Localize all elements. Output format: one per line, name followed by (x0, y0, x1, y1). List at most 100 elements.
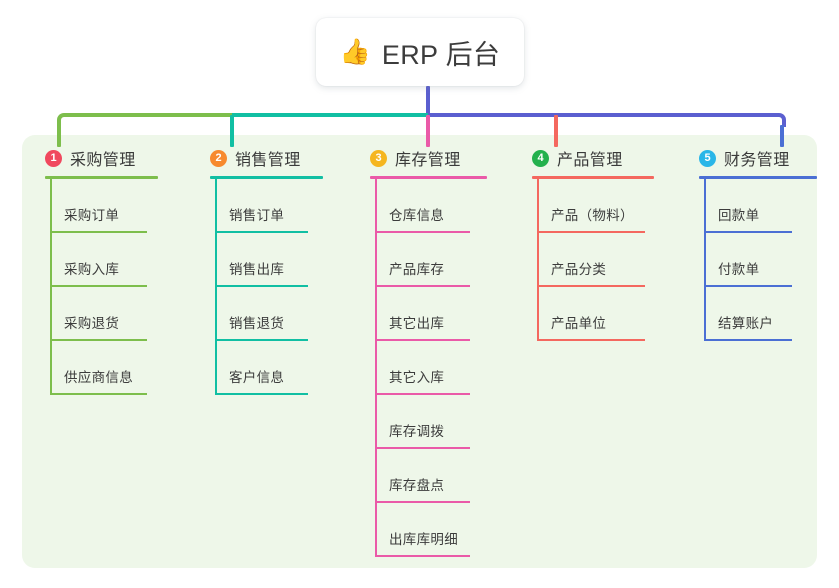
column-title-5: 财务管理 (724, 152, 790, 169)
column-items-3: 仓库信息产品库存其它出库其它入库库存调拨库存盘点出库库明细 (358, 179, 506, 557)
list-item-rule (375, 285, 470, 287)
list-item[interactable]: 产品分类 (520, 233, 670, 287)
list-item-rule (375, 501, 470, 503)
modules-panel (22, 135, 817, 568)
column-spine-3 (375, 179, 377, 557)
column-header-2[interactable]: 2 销售管理 (198, 146, 343, 170)
list-item-rule (375, 447, 470, 449)
list-item-label: 销售订单 (229, 208, 285, 223)
column-rule-2 (210, 176, 323, 179)
column-spine-2 (215, 179, 217, 395)
drop-line-3 (426, 115, 430, 147)
list-item-label: 产品分类 (551, 262, 607, 277)
list-item[interactable]: 付款单 (687, 233, 812, 287)
list-item-label: 出库库明细 (389, 532, 458, 547)
list-item[interactable]: 出库库明细 (358, 503, 506, 557)
thumbs-up-icon: 👍 (339, 37, 371, 66)
column-header-4[interactable]: 4 产品管理 (520, 146, 670, 170)
column-title-4: 产品管理 (557, 152, 623, 169)
list-item[interactable]: 采购入库 (33, 233, 183, 287)
list-item-label: 库存盘点 (389, 478, 445, 493)
bus-segment-indigo (428, 113, 776, 117)
list-item[interactable]: 采购订单 (33, 179, 183, 233)
list-item-rule (215, 339, 308, 341)
column-rule-3 (370, 176, 487, 179)
column-badge-3: 3 (370, 149, 387, 167)
column-rule-5 (699, 176, 817, 179)
column-spine-4 (537, 179, 539, 341)
column-销售管理: 2 销售管理销售订单销售出库销售退货客户信息 (198, 146, 343, 395)
column-header-5[interactable]: 5 财务管理 (687, 146, 812, 170)
column-items-2: 销售订单销售出库销售退货客户信息 (198, 179, 343, 395)
list-item-label: 销售出库 (229, 262, 285, 277)
list-item[interactable]: 销售退货 (198, 287, 343, 341)
list-item[interactable]: 结算账户 (687, 287, 812, 341)
list-item[interactable]: 产品单位 (520, 287, 670, 341)
drop-line-2 (230, 115, 234, 147)
list-item[interactable]: 回款单 (687, 179, 812, 233)
list-item-label: 产品单位 (551, 316, 607, 331)
column-items-4: 产品（物料） 产品分类产品单位 (520, 179, 670, 341)
list-item-label: 产品库存 (389, 262, 445, 277)
root-node-title: ERP 后台 (381, 39, 501, 70)
list-item-rule (375, 231, 470, 233)
bus-corner-left (57, 113, 71, 127)
root-node-card[interactable]: 👍 ERP 后台 (316, 18, 524, 86)
list-item-label: 销售退货 (229, 316, 285, 331)
list-item-label: 采购订单 (64, 208, 120, 223)
column-spine-1 (50, 179, 52, 395)
list-item-rule (537, 339, 645, 341)
column-rule-4 (532, 176, 654, 179)
drop-line-5 (780, 125, 784, 147)
list-item[interactable]: 销售出库 (198, 233, 343, 287)
list-item-rule (50, 339, 147, 341)
column-spine-5 (704, 179, 706, 341)
list-item[interactable]: 产品（物料） (520, 179, 670, 233)
list-item[interactable]: 其它出库 (358, 287, 506, 341)
list-item[interactable]: 库存盘点 (358, 449, 506, 503)
list-item[interactable]: 库存调拨 (358, 395, 506, 449)
list-item[interactable]: 其它入库 (358, 341, 506, 395)
column-财务管理: 5 财务管理回款单付款单结算账户 (687, 146, 817, 341)
column-badge-4: 4 (532, 149, 549, 167)
list-item[interactable]: 客户信息 (198, 341, 343, 395)
list-item[interactable]: 仓库信息 (358, 179, 506, 233)
list-item-label: 付款单 (718, 262, 760, 277)
list-item-label: 库存调拨 (389, 424, 445, 439)
list-item-rule (50, 231, 147, 233)
list-item-label: 供应商信息 (64, 370, 133, 385)
list-item[interactable]: 供应商信息 (33, 341, 183, 395)
list-item-rule (50, 393, 147, 395)
list-item-label: 采购入库 (64, 262, 120, 277)
bus-segment-teal (232, 113, 428, 117)
list-item[interactable]: 产品库存 (358, 233, 506, 287)
column-badge-5: 5 (699, 149, 716, 167)
list-item-label: 仓库信息 (389, 208, 445, 223)
list-item-label: 回款单 (718, 208, 760, 223)
column-title-2: 销售管理 (235, 152, 301, 169)
drop-line-1 (57, 125, 61, 147)
list-item-rule (704, 285, 792, 287)
drop-line-4 (554, 115, 558, 147)
list-item-rule (537, 231, 645, 233)
column-产品管理: 4 产品管理产品（物料） 产品分类产品单位 (520, 146, 670, 341)
column-badge-2: 2 (210, 149, 227, 167)
list-item-label: 产品（物料） (551, 208, 634, 223)
column-items-5: 回款单付款单结算账户 (687, 179, 812, 341)
root-node-content: 👍 ERP 后台 (340, 33, 500, 72)
root-stem (426, 86, 430, 117)
bus-segment-green (64, 113, 232, 117)
list-item-rule (375, 555, 470, 557)
list-item-rule (375, 339, 470, 341)
column-header-3[interactable]: 3 库存管理 (358, 146, 506, 170)
list-item[interactable]: 采购退货 (33, 287, 183, 341)
list-item-rule (50, 285, 147, 287)
column-title-1: 采购管理 (70, 152, 136, 169)
list-item-rule (215, 285, 308, 287)
column-title-3: 库存管理 (395, 152, 461, 169)
column-items-1: 采购订单采购入库采购退货供应商信息 (33, 179, 183, 395)
list-item[interactable]: 销售订单 (198, 179, 343, 233)
